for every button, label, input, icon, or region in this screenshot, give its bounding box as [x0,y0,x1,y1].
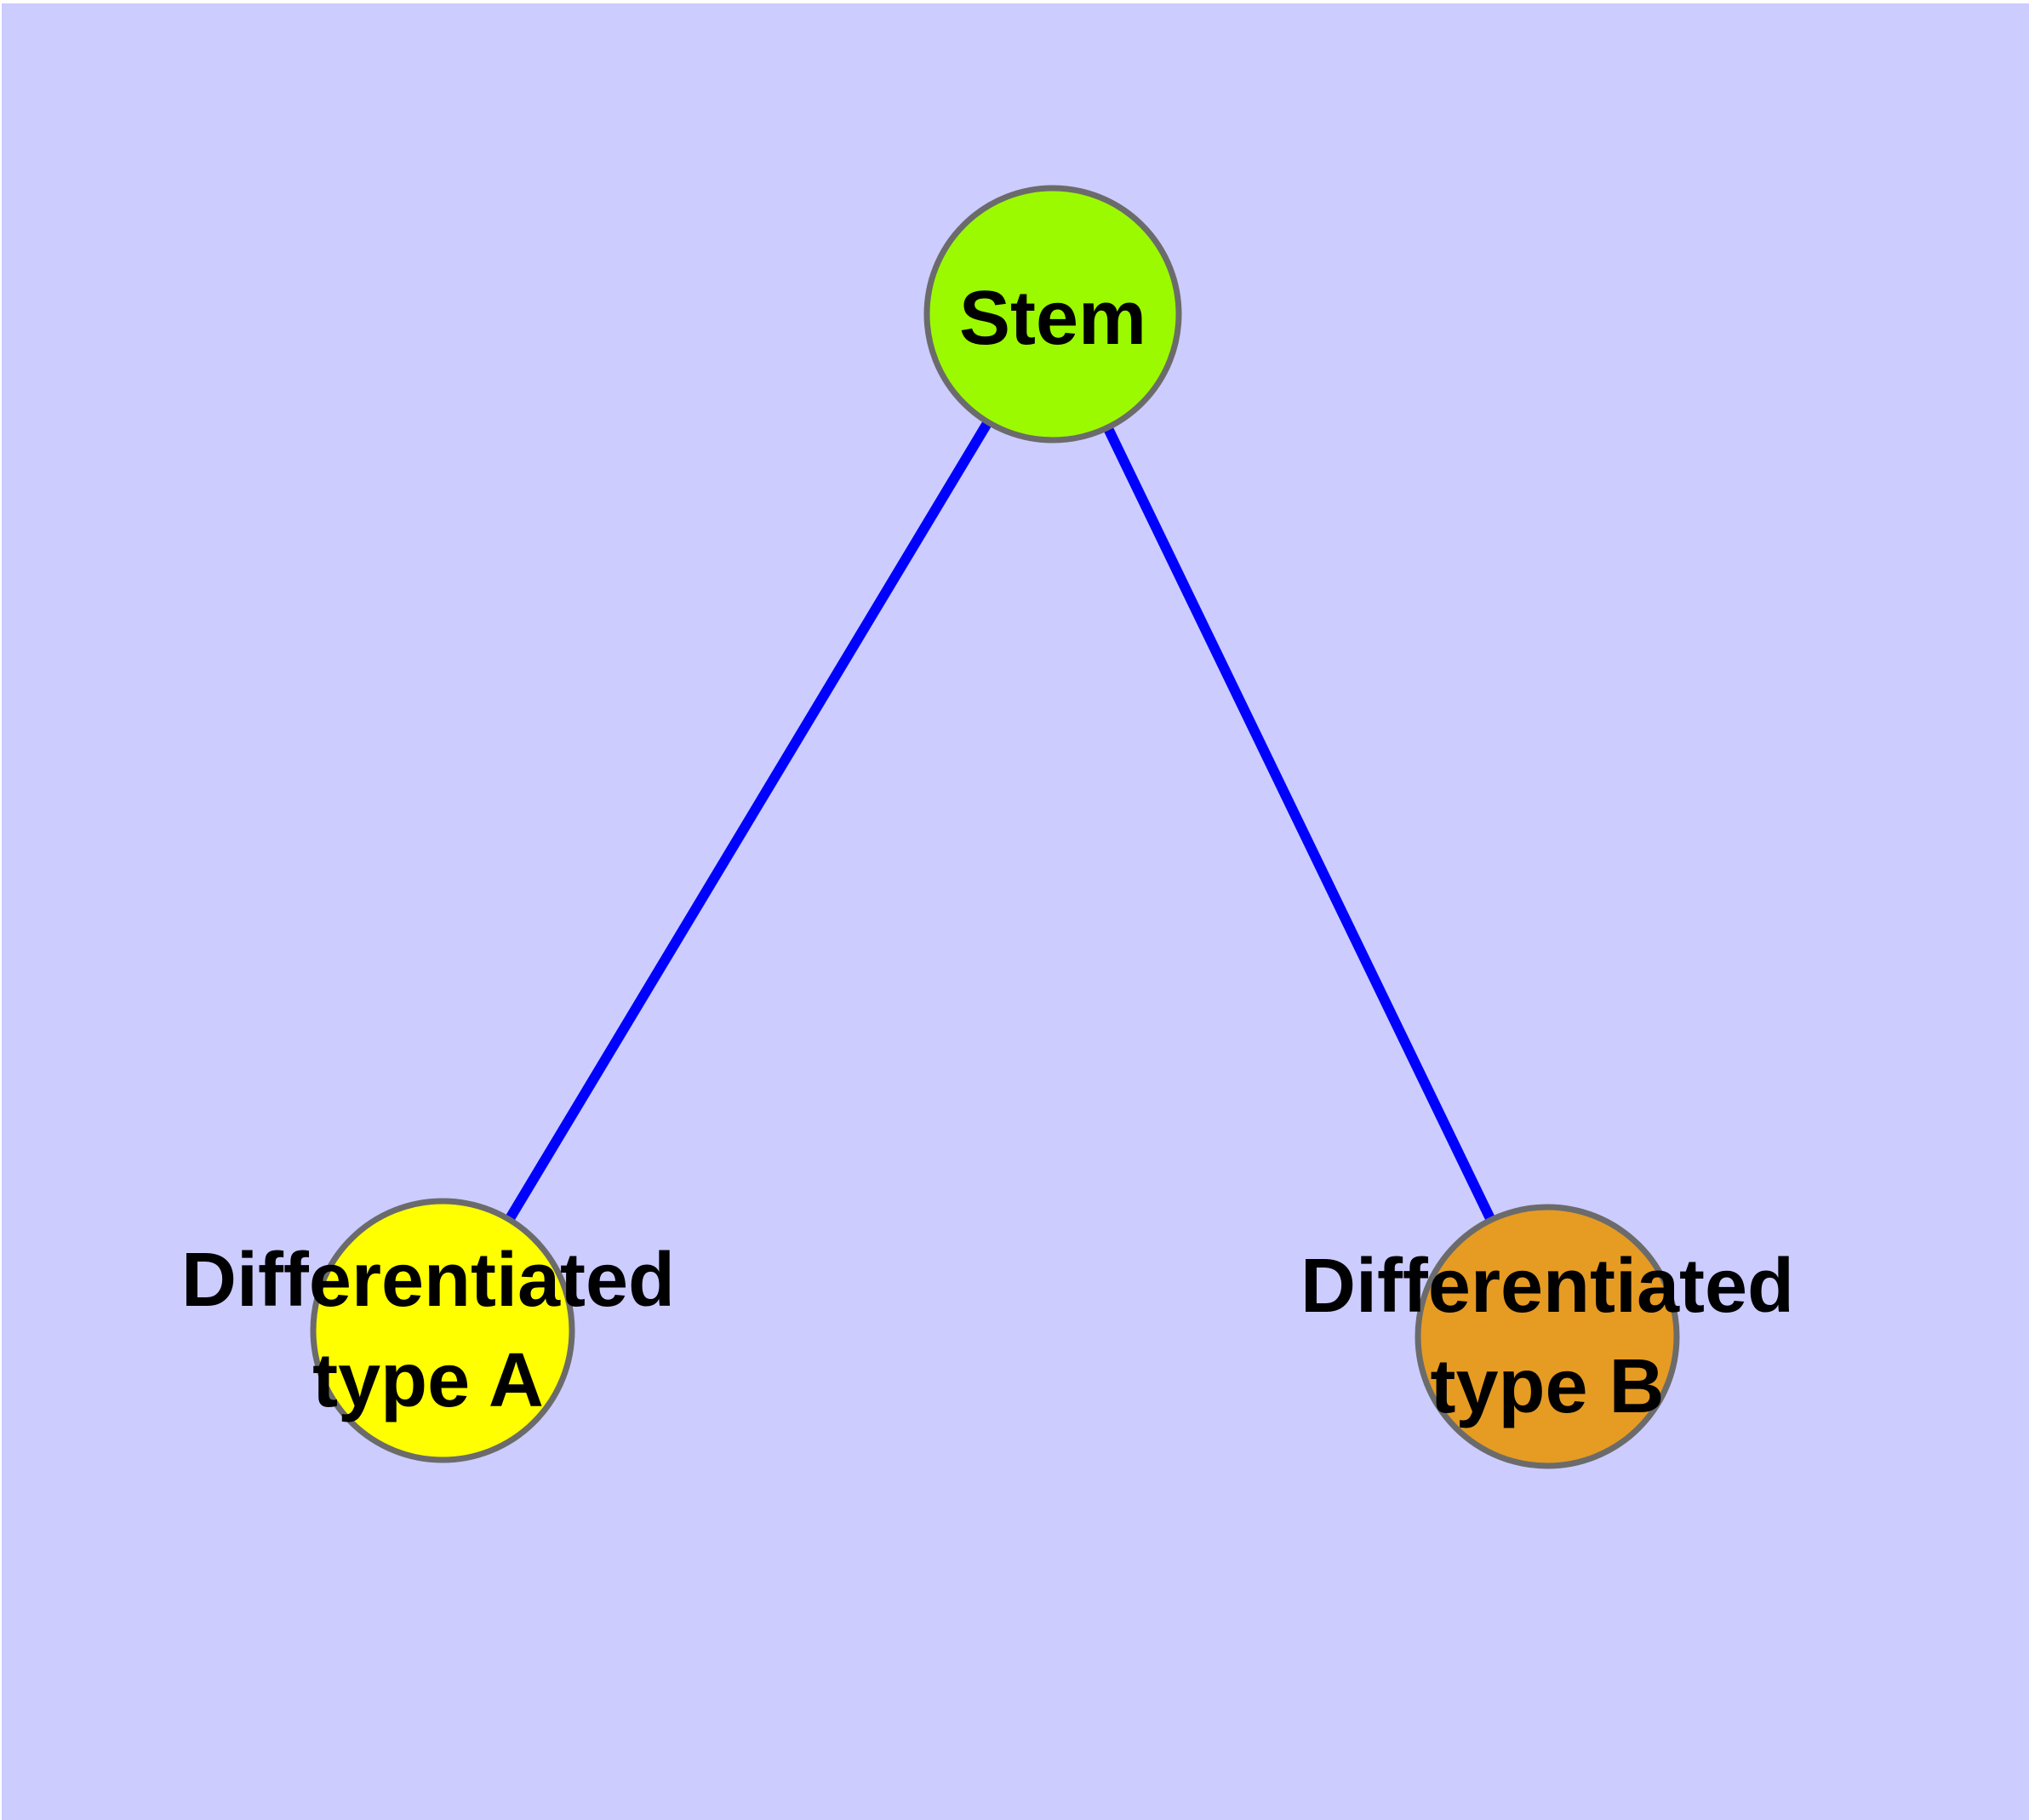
node-type-b-circle [1415,1204,1680,1469]
node-type-a-label-line1: Differentiated [181,1238,675,1323]
node-type-b-label-line1: Differentiated [1300,1244,1794,1329]
node-differentiated-type-a: Differentiated type A [181,1198,675,1463]
edge-stem-to-type-a [437,311,1058,1334]
node-stem: Stem [923,185,1182,444]
edge-stem-to-type-b [1048,312,1552,1339]
node-stem-label: Stem [959,276,1146,361]
node-type-b-label-line2: type B [1430,1344,1664,1429]
node-type-a-circle [310,1198,575,1463]
node-differentiated-type-b: Differentiated type B [1300,1204,1794,1469]
node-stem-circle [923,185,1182,444]
node-type-a-label-line2: type A [312,1338,544,1423]
edge-group [437,311,1552,1339]
